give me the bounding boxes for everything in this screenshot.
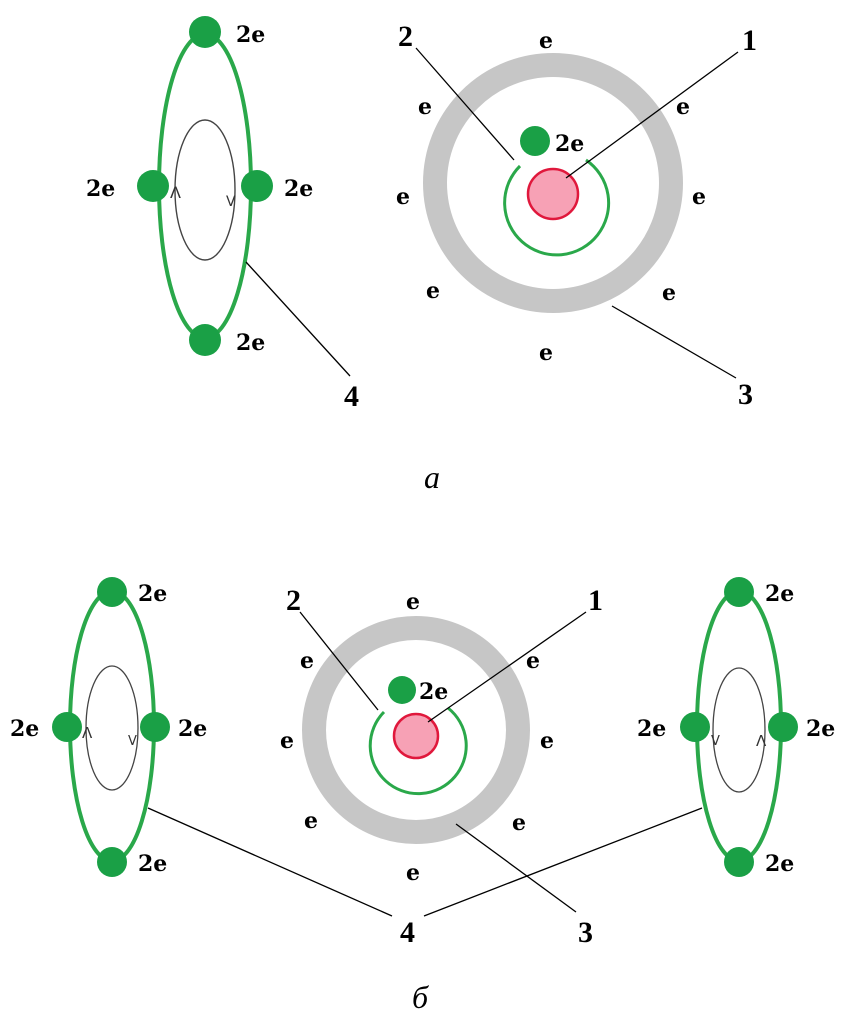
caption-a: а	[424, 459, 440, 495]
nucleus	[394, 714, 438, 758]
lobe-pair-label-top: 2e	[236, 22, 265, 48]
electron-pair-bottom	[189, 324, 221, 356]
callout-3: 3	[738, 378, 753, 411]
shell-electron: e	[512, 810, 526, 836]
shell-electron: e	[692, 184, 706, 210]
inner-pair-label: 2e	[555, 131, 584, 157]
spin-down-mark: V	[226, 194, 236, 210]
spin-up-mark: Λ	[170, 183, 181, 202]
lobe-pair-label-top: 2e	[765, 581, 794, 607]
shell-electron: e	[426, 278, 440, 304]
callout-4: 4	[400, 916, 415, 949]
electron-pair-right	[241, 170, 273, 202]
electron-pair-top	[724, 577, 754, 607]
lobe-orbital-a: 2e 2e 2e 2e Λ V	[86, 16, 313, 356]
shell-electron: e	[406, 589, 420, 615]
electron-pair-right	[768, 712, 798, 742]
lobe-pair-label-right: 2e	[178, 716, 207, 742]
lobe-pair-label-bottom: 2e	[138, 851, 167, 877]
lobe-pair-label-left: 2e	[637, 716, 666, 742]
atom-b: 2e e e e e e e e e	[280, 589, 554, 886]
lobe-inner-loop	[175, 120, 235, 260]
lobe-pair-label-top: 2e	[138, 581, 167, 607]
shell-electron: e	[396, 184, 410, 210]
spin-down-mark: V	[711, 734, 720, 749]
electron-pair-bottom	[724, 847, 754, 877]
leader-line-4	[246, 262, 350, 376]
shell-electron: e	[676, 94, 690, 120]
spin-up-mark: Λ	[756, 732, 767, 750]
shell-electron: e	[539, 340, 553, 366]
leader-line-3	[456, 824, 576, 912]
electron-pair-bottom	[97, 847, 127, 877]
lobe-pair-label-left: 2e	[86, 176, 115, 202]
leader-line-3	[612, 306, 736, 378]
callout-1: 1	[588, 584, 603, 617]
callout-4: 4	[344, 380, 359, 413]
panel-a: 2e 2e 2e 2e Λ V 2e e e e e e e e e	[86, 16, 757, 495]
lobe-pair-label-right: 2e	[806, 716, 835, 742]
shell-electron: e	[304, 808, 318, 834]
callout-3: 3	[578, 916, 593, 949]
inner-electron-pair	[520, 126, 550, 156]
shell-electron: e	[406, 860, 420, 886]
spin-up-mark: Λ	[82, 724, 93, 742]
callout-2: 2	[398, 20, 413, 53]
panel-b: 2e 2e 2e 2e Λ V 2e e e e e e e e e	[10, 577, 835, 1015]
inner-electron-pair	[388, 676, 416, 704]
lobe-orbital-b-left: 2e 2e 2e 2e Λ V	[10, 577, 207, 877]
lobe-pair-label-left: 2e	[10, 716, 39, 742]
lobe-inner-loop	[86, 666, 138, 790]
shell-electron: e	[280, 728, 294, 754]
electron-pair-left	[137, 170, 169, 202]
lobe-pair-label-bottom: 2e	[765, 851, 794, 877]
electron-pair-right	[140, 712, 170, 742]
shell-electron: e	[418, 94, 432, 120]
callout-2: 2	[286, 584, 301, 617]
lobe-pair-label-right: 2e	[284, 176, 313, 202]
lobe-orbital-b-right: 2e 2e 2e 2e V Λ	[637, 577, 835, 877]
lobe-inner-loop	[713, 668, 765, 792]
caption-b: б	[412, 979, 429, 1015]
spin-down-mark: V	[128, 734, 137, 749]
electron-pair-top	[189, 16, 221, 48]
callout-1: 1	[742, 24, 757, 57]
electron-pair-left	[680, 712, 710, 742]
shell-electron: e	[539, 28, 553, 54]
shell-electron: e	[662, 280, 676, 306]
shell-electron: e	[540, 728, 554, 754]
electron-pair-left	[52, 712, 82, 742]
shell-electron: e	[300, 648, 314, 674]
nucleus	[528, 169, 578, 219]
inner-pair-label: 2e	[419, 679, 448, 705]
electron-pair-top	[97, 577, 127, 607]
lobe-pair-label-bottom: 2e	[236, 330, 265, 356]
